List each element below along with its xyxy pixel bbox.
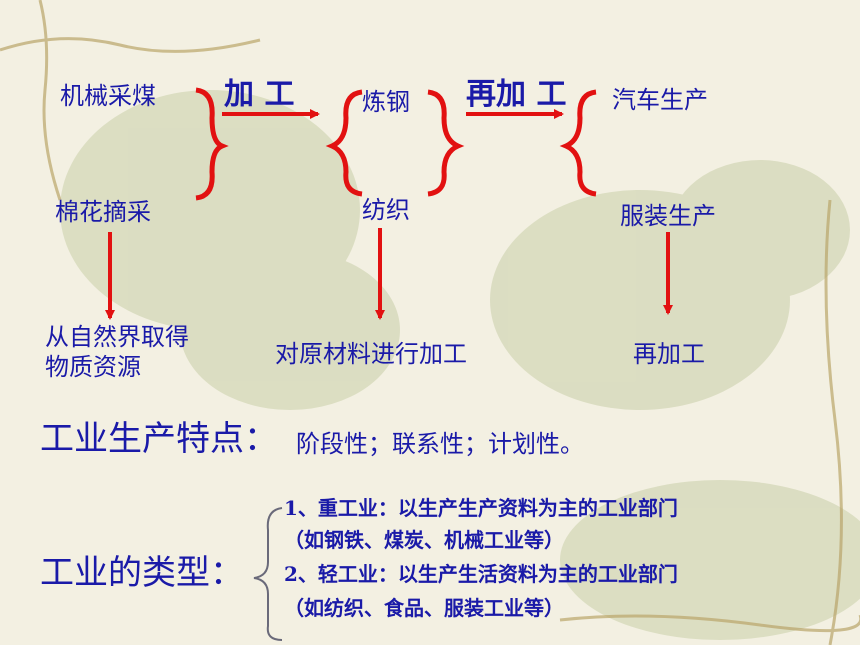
types-item2: 2、轻工业：以生产生活资料为主的工业部门 [284, 562, 678, 586]
stage3-item2: 服装生产 [620, 202, 716, 230]
types-item1: 1、重工业：以生产生产资料为主的工业部门 [284, 496, 678, 520]
brace-left-2 [325, 89, 363, 197]
stage3-item1: 汽车生产 [612, 86, 708, 114]
features-title: 工业生产特点： [40, 419, 278, 459]
brace-right-1 [195, 87, 229, 201]
stage3-desc: 再加工 [633, 340, 705, 368]
stage2-item1: 炼钢 [362, 88, 410, 116]
stage2-desc: 对原材料进行加工 [275, 340, 467, 368]
stage1-item1: 机械采煤 [60, 82, 156, 110]
step2-label: 再加 工 [466, 77, 567, 112]
stage2-item2: 纺织 [362, 196, 410, 224]
brace-types [253, 507, 283, 641]
stage1-desc: 从自然界取得物质资源 [45, 323, 189, 381]
brace-right-2 [427, 89, 465, 197]
features-content: 阶段性；联系性；计划性。 [296, 430, 584, 458]
step1-label: 加 工 [224, 77, 295, 112]
types-title: 工业的类型： [40, 553, 244, 593]
types-item2-examples: （如纺织、食品、服装工业等） [284, 596, 564, 620]
types-item1-examples: （如钢铁、煤炭、机械工业等） [284, 528, 564, 552]
brace-left-3 [559, 89, 597, 197]
stage1-item2: 棉花摘采 [55, 198, 151, 226]
